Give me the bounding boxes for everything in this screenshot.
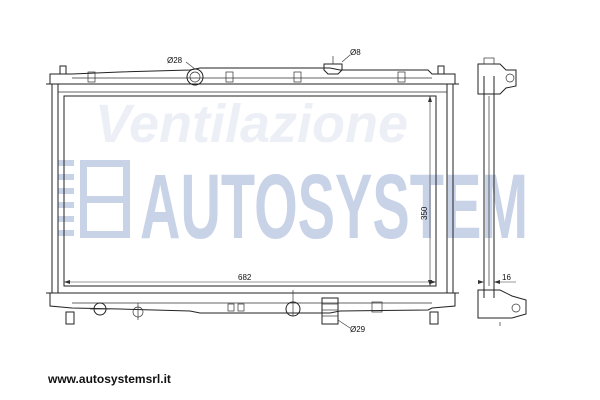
cap-diameter-label: Ø8 [350, 48, 361, 57]
top-tank [46, 65, 459, 85]
core-width-label: 682 [238, 273, 252, 282]
bracket-icon [397, 71, 406, 83]
core-thickness-label: 16 [502, 273, 511, 282]
bottom-tank [46, 290, 459, 325]
outlet-pipe [321, 297, 351, 329]
inlet-diameter-label: Ø28 [167, 56, 183, 65]
thickness-dimension [478, 280, 516, 286]
watermark-logo [58, 160, 130, 238]
core-height-label: 350 [420, 206, 429, 220]
bracket-icon [87, 71, 96, 83]
side-view [477, 57, 527, 326]
height-dimension [428, 96, 432, 286]
watermark-script-text: Ventilazione [95, 94, 408, 154]
outlet-diameter-label: Ø29 [350, 325, 366, 334]
website-url[interactable]: www.autosystemsrl.it [48, 372, 171, 386]
watermark-brand-text: AUTOSYSTEM [140, 156, 528, 258]
filler-cap [323, 54, 351, 75]
radiator-core [51, 84, 454, 293]
bracket-icon [225, 71, 234, 83]
watermark: Ventilazione AUTOSYSTEM [58, 94, 528, 258]
inlet-pipe [185, 61, 204, 86]
bracket-icon [293, 71, 302, 83]
